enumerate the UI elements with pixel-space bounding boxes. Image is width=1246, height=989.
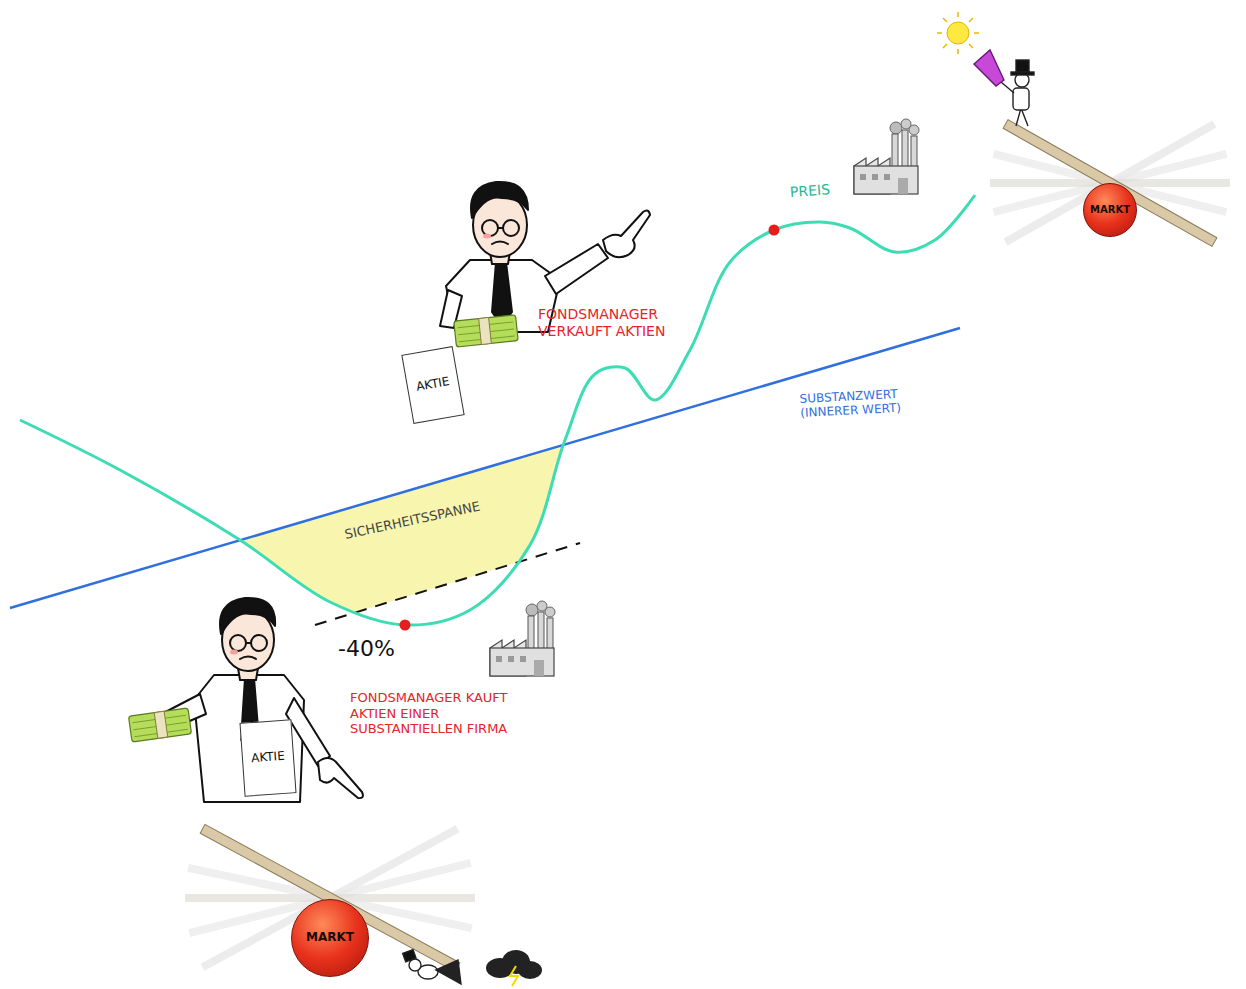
price-curve — [20, 195, 975, 625]
percent-label: -40% — [338, 636, 395, 662]
share-paper: AKTIE — [401, 346, 464, 424]
money-bundle — [128, 708, 191, 742]
seesaw — [990, 120, 1230, 247]
money-bundle — [454, 315, 518, 347]
fund-manager-figure — [503, 220, 519, 236]
storm-cloud — [510, 966, 518, 986]
sun — [957, 12, 959, 17]
crier-figure — [403, 950, 416, 962]
fund-manager-figure — [318, 758, 363, 798]
node-text: MARKT — [306, 931, 354, 945]
label-text: -40% — [338, 636, 395, 661]
fund-manager-note: FONDSMANAGER VERKAUFT AKTIEN — [538, 306, 698, 340]
fund-manager-figure — [483, 234, 491, 239]
storm-cloud — [486, 950, 542, 986]
crier-figure — [1016, 60, 1029, 73]
label-text: PREIS — [789, 181, 830, 200]
crier-figure — [403, 950, 461, 984]
label-text: SUBSTANZWERT (INNERER WERT) — [799, 387, 901, 420]
crier-figure — [1001, 82, 1014, 93]
market-ball: MARKT — [1083, 183, 1137, 237]
sun — [974, 32, 979, 34]
label-text: FONDSMANAGER VERKAUFT AKTIEN — [538, 306, 665, 339]
fund-manager-figure — [246, 642, 251, 644]
sun — [969, 44, 973, 48]
sun — [937, 32, 942, 34]
share-paper: AKTIE — [239, 719, 296, 796]
safety-margin-area — [150, 428, 620, 676]
crier-figure — [1011, 72, 1034, 75]
fund-manager-figure — [251, 635, 267, 651]
intrinsic-value-label: SUBSTANZWERT (INNERER WERT) — [799, 385, 935, 421]
node-text: AKTIE — [251, 750, 285, 766]
fund-manager-figure — [482, 220, 498, 236]
fund-manager-figure — [230, 650, 238, 655]
factory-icon — [490, 601, 555, 676]
fund-manager-figure — [492, 242, 508, 245]
crier-figure — [974, 50, 1004, 86]
factory-icon — [854, 119, 919, 194]
money-bundle — [128, 708, 191, 742]
node-text: AKTIE — [415, 375, 450, 394]
fund-manager-figure — [220, 598, 275, 634]
price-label: PREIS — [789, 181, 830, 201]
sun — [947, 22, 969, 44]
fund-manager-figure — [240, 657, 256, 660]
sun — [943, 44, 947, 48]
crier-figure — [974, 50, 1034, 126]
sun — [937, 12, 979, 54]
fund-manager-figure — [194, 675, 304, 802]
sun — [969, 18, 973, 22]
money-bundle — [479, 318, 492, 345]
sun — [937, 12, 979, 54]
intrinsic-value-line — [10, 328, 960, 608]
fund-manager-figure — [545, 244, 608, 294]
price-dot — [769, 225, 780, 236]
fund-manager-figure — [230, 635, 246, 651]
node-text: MARKT — [1090, 204, 1130, 216]
fund-manager-note: FONDSMANAGER KAUFT AKTIEN EINER SUBSTANT… — [350, 690, 545, 737]
money-bundle — [154, 711, 168, 738]
fund-manager-figure — [150, 598, 363, 802]
crier-figure — [1013, 88, 1029, 110]
seesaw — [1003, 120, 1217, 247]
money-bundle — [454, 315, 518, 347]
sun — [943, 18, 947, 22]
fund-manager-figure — [471, 182, 528, 218]
price-dot — [400, 620, 411, 631]
storm-cloud — [518, 961, 542, 979]
market-ball: MARKT — [291, 899, 369, 977]
label-text: FONDSMANAGER KAUFT AKTIEN EINER SUBSTANT… — [350, 690, 508, 736]
crier-figure — [409, 959, 421, 971]
fund-manager-figure — [498, 227, 503, 229]
sun — [957, 49, 959, 54]
crier-figure — [436, 960, 461, 984]
fund-manager-figure — [603, 211, 650, 258]
